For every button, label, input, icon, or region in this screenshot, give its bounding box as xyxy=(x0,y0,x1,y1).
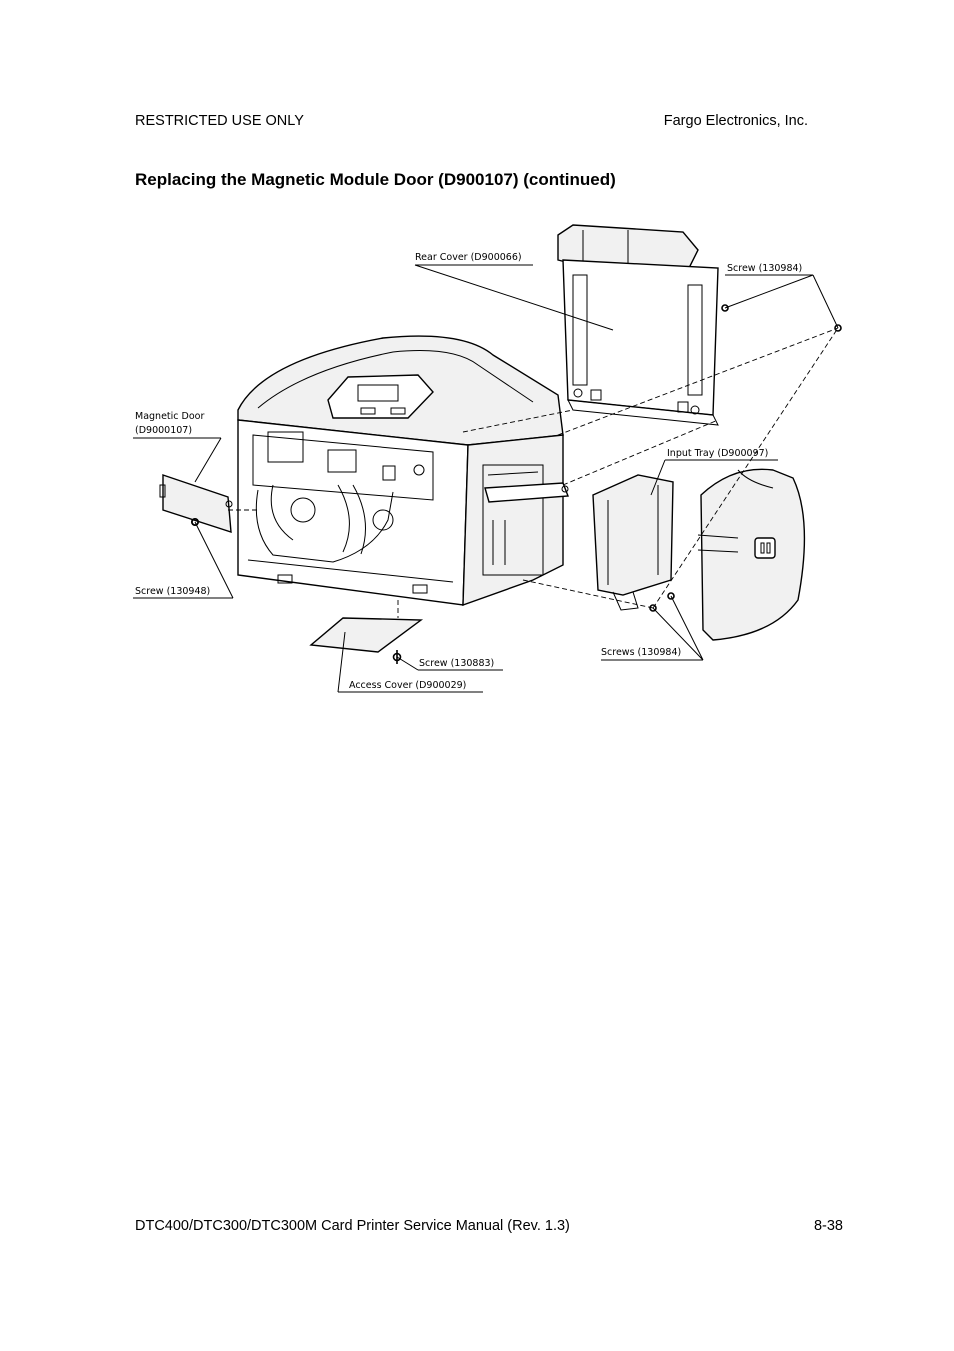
label-rear-cover: Rear Cover (D900066) xyxy=(415,252,522,263)
screw-right-b xyxy=(667,592,675,600)
screw-right-a xyxy=(649,604,657,612)
label-screw-left: Screw (130948) xyxy=(135,586,210,597)
leader-lines xyxy=(133,264,839,693)
label-screw-bottom: Screw (130883) xyxy=(419,658,494,669)
header-restricted-notice: RESTRICTED USE ONLY xyxy=(135,113,304,129)
rear-cover-part xyxy=(557,224,719,426)
label-screws-right: Screws (130984) xyxy=(601,647,681,658)
section-title: Replacing the Magnetic Module Door (D900… xyxy=(135,170,616,189)
access-cover-part xyxy=(309,617,424,653)
screw-left xyxy=(191,518,199,526)
label-input-tray: Input Tray (D900097) xyxy=(667,448,768,459)
label-screw-top: Screw (130984) xyxy=(727,263,802,274)
header-company-name: Fargo Electronics, Inc. xyxy=(663,113,808,129)
footer-page-number: 8-38 xyxy=(813,1218,843,1234)
exploded-view-diagram: Rear Cover (D900066) Screw (130984) Magn… xyxy=(133,220,845,698)
screw-top-b xyxy=(834,324,842,332)
label-magnetic-door-line1: Magnetic Door xyxy=(135,411,204,422)
front-cover-part xyxy=(697,468,806,641)
input-tray-part xyxy=(592,474,674,611)
label-access-cover: Access Cover (D900029) xyxy=(349,680,466,691)
label-magnetic-door-line2: (D9000107) xyxy=(135,425,192,436)
assembly-lines xyxy=(228,327,839,618)
screw-top-a xyxy=(721,304,729,312)
printer-body xyxy=(237,335,569,607)
footer-manual-title: DTC400/DTC300/DTC300M Card Printer Servi… xyxy=(135,1218,570,1234)
